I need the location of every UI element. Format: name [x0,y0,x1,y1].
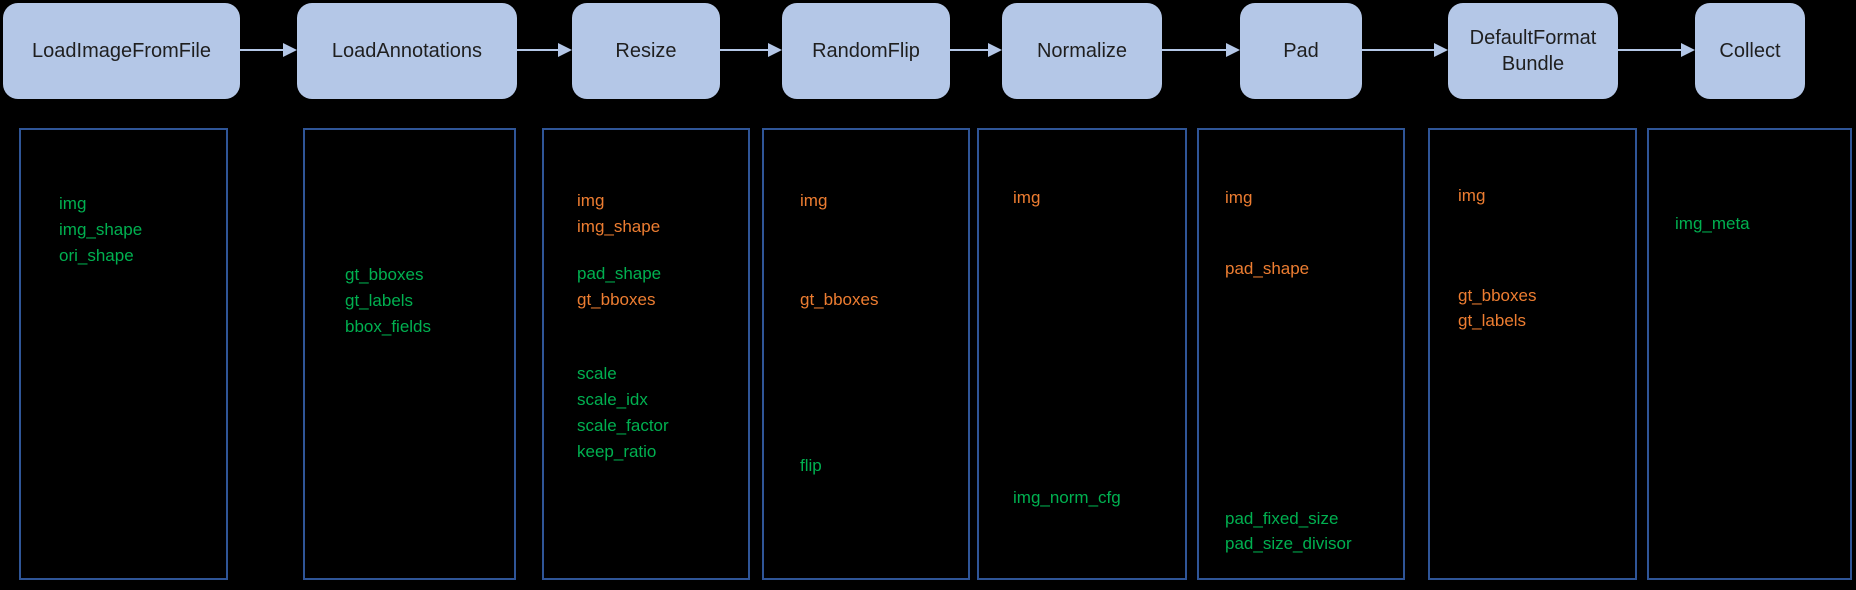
pipeline-key-keep-ratio: keep_ratio [577,442,657,461]
pipeline-arrow [240,49,284,51]
pipeline-key-scale: scale [577,364,617,383]
stage-box-randomflip: RandomFlip [782,3,950,99]
pipeline-key-img: img [577,191,605,210]
stage-box-loadimagefromfile: LoadImageFromFile [3,3,240,99]
pipeline-key-img: img [1225,188,1253,207]
stage-box-normalize: Normalize [1002,3,1162,99]
stage-box-collect: Collect [1695,3,1805,99]
stage-label: LoadAnnotations [331,40,483,62]
pipeline-key-img: img [1013,188,1041,207]
pipeline-key-scale-factor: scale_factor [577,416,669,435]
pipeline-arrow [1162,49,1227,51]
pipeline-key-pad-fixed-size: pad_fixed_size [1225,509,1339,528]
pipeline-key-ori-shape: ori_shape [59,246,134,265]
column-box-defaultformat-bundle: img gt_bboxes gt_labels [1428,128,1637,580]
column-box-collect: img_meta [1647,128,1852,580]
stage-label: Pad [1283,40,1319,62]
stage-label: RandomFlip [812,40,920,62]
stage-label: DefaultFormat Bundle [1469,27,1597,75]
pipeline-key-img-shape: img_shape [577,217,661,236]
stage-box-defaultformat-bundle: DefaultFormat Bundle [1448,3,1618,99]
pipeline-key-img: img [1458,186,1486,205]
pipeline-key-gt-labels: gt_labels [345,291,414,310]
arrow-head-icon [283,43,297,57]
arrow-head-icon [558,43,572,57]
pipeline-key-scale-idx: scale_idx [577,390,648,409]
stage-label: Resize [615,40,677,62]
column-box-normalize: img img_norm_cfg [977,128,1187,580]
pipeline-key-gt-labels: gt_labels [1458,311,1527,330]
arrow-head-icon [768,43,782,57]
pipeline-key-pad-shape: pad_shape [577,264,662,283]
pipeline-key-bbox-fields: bbox_fields [345,317,432,336]
column-box-pad: img pad_shape pad_fixed_size pad_size_divis… [1197,128,1405,580]
arrow-head-icon [1681,43,1695,57]
stage-label: Normalize [1036,40,1128,62]
pipeline-key-gt-bboxes: gt_bboxes [577,290,656,309]
pipeline-key-gt-bboxes: gt_bboxes [1458,286,1537,305]
stage-box-pad: Pad [1240,3,1362,99]
pipeline-arrow [517,49,559,51]
column-box-loadimagefromfile: img img_shape ori_shape [19,128,228,580]
pipeline-arrow [950,49,989,51]
pipeline-key-img: img [800,191,828,210]
stage-box-resize: Resize [572,3,720,99]
column-box-loadannotations: gt_bboxes gt_labels bbox_fields [303,128,516,580]
stage-box-loadannotations: LoadAnnotations [297,3,517,99]
pipeline-key-gt-bboxes: gt_bboxes [345,265,424,284]
stage-label: Collect [1719,40,1781,62]
arrow-head-icon [1226,43,1240,57]
pipeline-key-img: img [59,194,87,213]
pipeline-key-img-shape: img_shape [59,220,143,239]
pipeline-arrow [1362,49,1435,51]
pipeline-arrow [1618,49,1682,51]
pipeline-key-flip: flip [800,456,822,475]
stage-label: LoadImageFromFile [32,40,211,62]
pipeline-key-gt-bboxes: gt_bboxes [800,290,879,309]
pipeline-arrow [720,49,769,51]
pipeline-key-img-meta: img_meta [1675,214,1750,233]
pipeline-key-img-norm-cfg: img_norm_cfg [1013,488,1121,507]
arrow-head-icon [988,43,1002,57]
arrow-head-icon [1434,43,1448,57]
pipeline-key-pad-size-divisor: pad_size_divisor [1225,534,1352,553]
pipeline-key-pad-shape: pad_shape [1225,259,1310,278]
